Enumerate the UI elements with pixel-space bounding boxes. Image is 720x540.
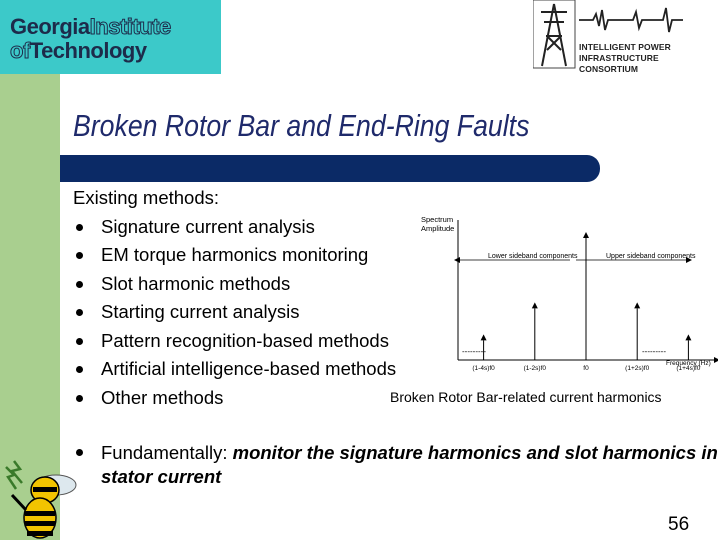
lower-arrow-icon xyxy=(454,257,460,263)
chart-xlabel: Frequency (Hz) xyxy=(666,360,711,367)
x-axis-arrow-icon xyxy=(714,357,718,363)
bullet-icon xyxy=(76,337,83,345)
chart-tick-label: f0 xyxy=(583,365,589,372)
list-item: Slot harmonic methods xyxy=(73,270,396,299)
chart-ellipsis-right: --------- xyxy=(642,347,666,356)
harmonic-bar-arrow-icon xyxy=(634,302,641,309)
bullet-icon xyxy=(76,394,83,402)
bullet-icon xyxy=(76,223,83,231)
chart-ylabel-line2: Amplitude xyxy=(421,224,454,233)
ipic-logo-text: INTELLIGENT POWER INFRASTRUCTURE CONSORT… xyxy=(579,42,671,74)
list-item: Other methods xyxy=(73,384,396,413)
georgia-tech-logo: GeorgiaInstitute ofTechnology xyxy=(0,0,221,74)
bullet-icon xyxy=(76,280,83,288)
chart-tick-label: (1-4s)f0 xyxy=(472,365,495,372)
methods-heading: Existing methods: xyxy=(73,187,220,208)
methods-section: Existing methods: Signature current anal… xyxy=(73,184,396,412)
list-item: Artificial intelligence-based methods xyxy=(73,355,396,384)
chart-tick-label: (1+2s)f0 xyxy=(625,365,649,372)
lower-sideband-label: Lower sideband components xyxy=(488,253,578,260)
chart-ellipsis-left: --------- xyxy=(462,347,486,356)
left-decor-band xyxy=(0,0,60,540)
upper-sideband-label: Upper sideband components xyxy=(606,253,696,260)
list-item: EM torque harmonics monitoring xyxy=(73,241,396,270)
harmonic-bar-arrow-icon xyxy=(685,334,692,341)
ipic-logo-icon xyxy=(533,0,683,69)
bullet-icon xyxy=(76,366,83,373)
chart-tick-label: (1+4s)f0 xyxy=(676,365,700,372)
slide-title: Broken Rotor Bar and End-Ring Faults xyxy=(73,108,530,143)
harmonic-bar-arrow-icon xyxy=(583,232,589,238)
upper-arrow-icon xyxy=(686,257,692,263)
chart-caption: Broken Rotor Bar-related current harmoni… xyxy=(390,389,662,405)
list-item: Pattern recognition-based methods xyxy=(73,327,396,356)
fundamental-statement: Fundamentally: monitor the signature har… xyxy=(73,441,720,489)
list-item: Starting current analysis xyxy=(73,298,396,327)
bullet-icon xyxy=(76,252,83,259)
page-number: 56 xyxy=(668,514,690,535)
harmonic-bar-arrow-icon xyxy=(480,334,487,341)
bullet-icon xyxy=(76,309,83,316)
chart-tick-label: (1-2s)f0 xyxy=(524,365,547,372)
harmonic-bar-arrow-icon xyxy=(531,302,538,309)
list-item: Signature current analysis xyxy=(73,213,396,242)
title-underline-bar xyxy=(60,155,600,182)
harmonics-spectrum-chart: Spectrum Amplitude Frequency (Hz) Lower … xyxy=(421,215,718,372)
chart-ylabel-line1: Spectrum xyxy=(421,215,453,224)
buzz-mascot-icon xyxy=(5,460,77,539)
bullet-icon xyxy=(76,449,83,456)
methods-list: Signature current analysis EM torque har… xyxy=(73,213,396,413)
